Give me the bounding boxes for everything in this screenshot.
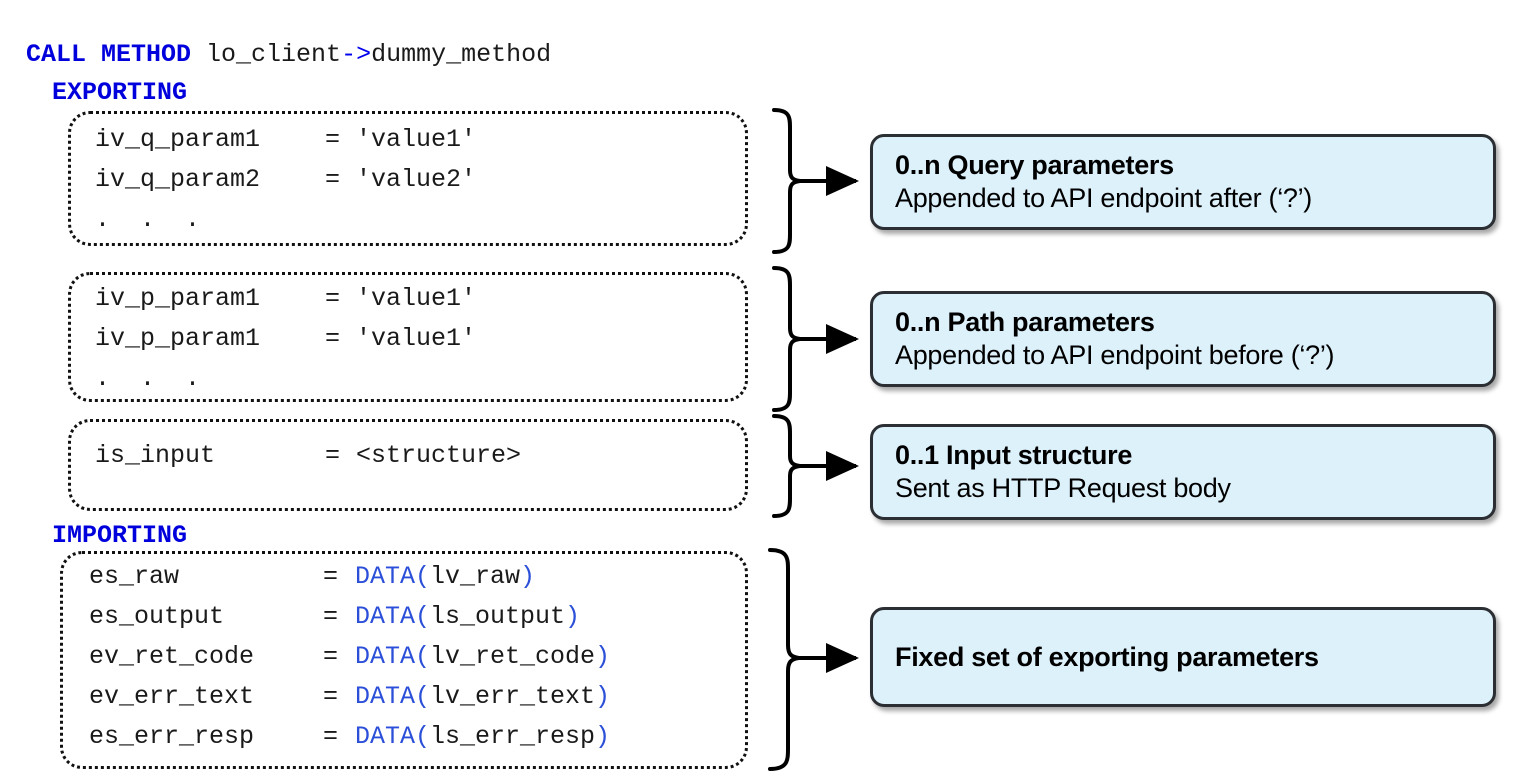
- code-box-input-structure: is_input = <structure>: [68, 419, 748, 511]
- callout-title: 0..1 Input structure: [895, 440, 1133, 471]
- callout-title: Fixed set of exporting parameters: [895, 641, 1319, 672]
- code-box-query-params: iv_q_param1 = 'value1' iv_q_param2 = 'va…: [68, 111, 748, 246]
- equals-sign: =: [323, 682, 339, 711]
- data-close-paren: ): [595, 642, 611, 671]
- equals-sign: =: [325, 441, 341, 470]
- code-box-importing-params: es_raw = DATA(lv_raw) es_output = DATA(l…: [60, 551, 748, 769]
- data-keyword: DATA(: [355, 722, 431, 751]
- callout-title: 0..n Query parameters: [895, 150, 1174, 181]
- equals-sign: =: [323, 562, 339, 591]
- data-close-paren: ): [595, 722, 611, 751]
- call-method-target: lo_client: [191, 40, 342, 69]
- call-method-name: dummy_method: [371, 40, 552, 69]
- data-inner-var: ls_err_resp: [430, 722, 596, 751]
- data-keyword: DATA(: [355, 642, 431, 671]
- param-name: iv_q_param1: [95, 125, 261, 154]
- callout-subtitle: Sent as HTTP Request body: [895, 473, 1231, 503]
- param-value: <structure>: [356, 441, 522, 470]
- data-close-paren: ): [565, 602, 581, 631]
- param-name: es_raw: [89, 562, 180, 591]
- data-close-paren: ): [520, 562, 536, 591]
- equals-sign: =: [323, 722, 339, 751]
- importing-keyword: IMPORTING: [52, 521, 188, 550]
- equals-sign: =: [325, 165, 341, 194]
- data-close-paren: ): [595, 682, 611, 711]
- data-keyword: DATA(: [355, 562, 431, 591]
- equals-sign: =: [325, 324, 341, 353]
- param-name: es_output: [89, 602, 225, 631]
- callout-subtitle: Appended to API endpoint after (‘?’): [895, 183, 1312, 213]
- param-name: ev_ret_code: [89, 642, 255, 671]
- exporting-keyword: EXPORTING: [52, 78, 188, 107]
- data-inner-var: lv_raw: [430, 562, 521, 591]
- code-box-path-params: iv_p_param1 = 'value1' iv_p_param1 = 'va…: [68, 272, 748, 402]
- call-method-keyword: CALL METHOD: [26, 40, 192, 69]
- param-name: iv_p_param1: [95, 284, 261, 313]
- data-inner-var: lv_err_text: [430, 682, 596, 711]
- brace-input-structure: [772, 414, 859, 518]
- data-keyword: DATA(: [355, 602, 431, 631]
- brace-importing-params: [768, 548, 859, 771]
- param-name: is_input: [95, 441, 216, 470]
- object-arrow-operator: ->: [341, 40, 372, 69]
- equals-sign: =: [325, 125, 341, 154]
- param-name: iv_q_param2: [95, 165, 261, 194]
- equals-sign: =: [325, 284, 341, 313]
- data-inner-var: ls_output: [430, 602, 566, 631]
- callout-title: 0..n Path parameters: [895, 307, 1155, 338]
- param-value: 'value1': [356, 125, 477, 154]
- callout-fixed-exporting-parameters: Fixed set of exporting parameters: [870, 607, 1496, 707]
- param-name: iv_p_param1: [95, 324, 261, 353]
- equals-sign: =: [323, 642, 339, 671]
- ellipsis-marker: . . .: [95, 364, 201, 393]
- param-name: es_err_resp: [89, 722, 255, 751]
- brace-path-params: [772, 266, 859, 412]
- call-method-line: CALL METHOD lo_client->dummy_method: [26, 40, 551, 69]
- param-name: ev_err_text: [89, 682, 255, 711]
- callout-subtitle: Appended to API endpoint before (‘?’): [895, 340, 1335, 370]
- callout-input-structure: 0..1 Input structure Sent as HTTP Reques…: [870, 424, 1496, 520]
- callout-query-parameters: 0..n Query parameters Appended to API en…: [870, 134, 1496, 230]
- param-value: 'value1': [356, 324, 477, 353]
- ellipsis-marker: . . .: [95, 205, 201, 234]
- param-value: 'value2': [356, 165, 477, 194]
- data-keyword: DATA(: [355, 682, 431, 711]
- equals-sign: =: [323, 602, 339, 631]
- brace-query-params: [772, 108, 859, 254]
- data-inner-var: lv_ret_code: [430, 642, 596, 671]
- callout-path-parameters: 0..n Path parameters Appended to API end…: [870, 291, 1496, 387]
- param-value: 'value1': [356, 284, 477, 313]
